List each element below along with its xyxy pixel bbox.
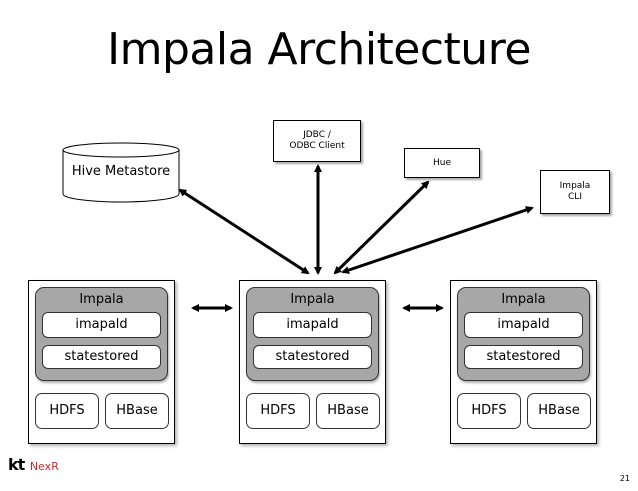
statestored-box: statestored [42,345,161,369]
hue-label: Hue [432,157,451,168]
page-number: 21 [619,474,630,483]
cli-label: CLI [568,192,582,202]
jdbc-odbc-client: JDBC / ODBC Client [273,120,361,162]
impala-daemon-group: Impala imapald statestored [35,287,168,381]
hue-client: Hue [404,148,480,178]
logo-nexr: NexR [29,460,59,473]
hdfs-box: HDFS [457,393,521,429]
hdfs-box: HDFS [35,393,99,429]
impala-node-3: Impala imapald statestored HDFS HBase [450,280,597,444]
impala-cli-client: Impala CLI [540,170,610,214]
impalad-box: imapald [464,312,583,338]
impala-node-1: Impala imapald statestored HDFS HBase [28,280,175,444]
statestored-box: statestored [464,345,583,369]
impala-daemon-group: Impala imapald statestored [457,287,590,381]
slide-title: Impala Architecture [107,24,531,75]
logo-kt: kt [8,455,25,474]
impala-node-2: Impala imapald statestored HDFS HBase [239,280,386,444]
metastore-arrow [178,188,310,275]
cli-arrow [341,206,534,274]
statestored-box: statestored [253,345,372,369]
hbase-box: HBase [527,393,591,429]
odbc-client-label: ODBC Client [289,141,345,151]
hdfs-box: HDFS [246,393,310,429]
impala-label: Impala [79,292,124,307]
hbase-box: HBase [316,393,380,429]
database-cylinder-icon [62,142,180,203]
impala-daemon-group: Impala imapald statestored [246,287,379,381]
impalad-box: imapald [253,312,372,338]
hive-metastore: Hive Metastore [62,142,180,204]
impala-label: Impala [501,292,546,307]
hbase-box: HBase [105,393,169,429]
impala-label: Impala [290,292,335,307]
impalad-box: imapald [42,312,161,338]
jdbc-label: JDBC / [303,130,331,140]
kt-nexr-logo: kt NexR [8,455,59,474]
cli-impala-label: Impala [559,181,591,191]
hive-metastore-label: Hive Metastore [71,164,171,179]
